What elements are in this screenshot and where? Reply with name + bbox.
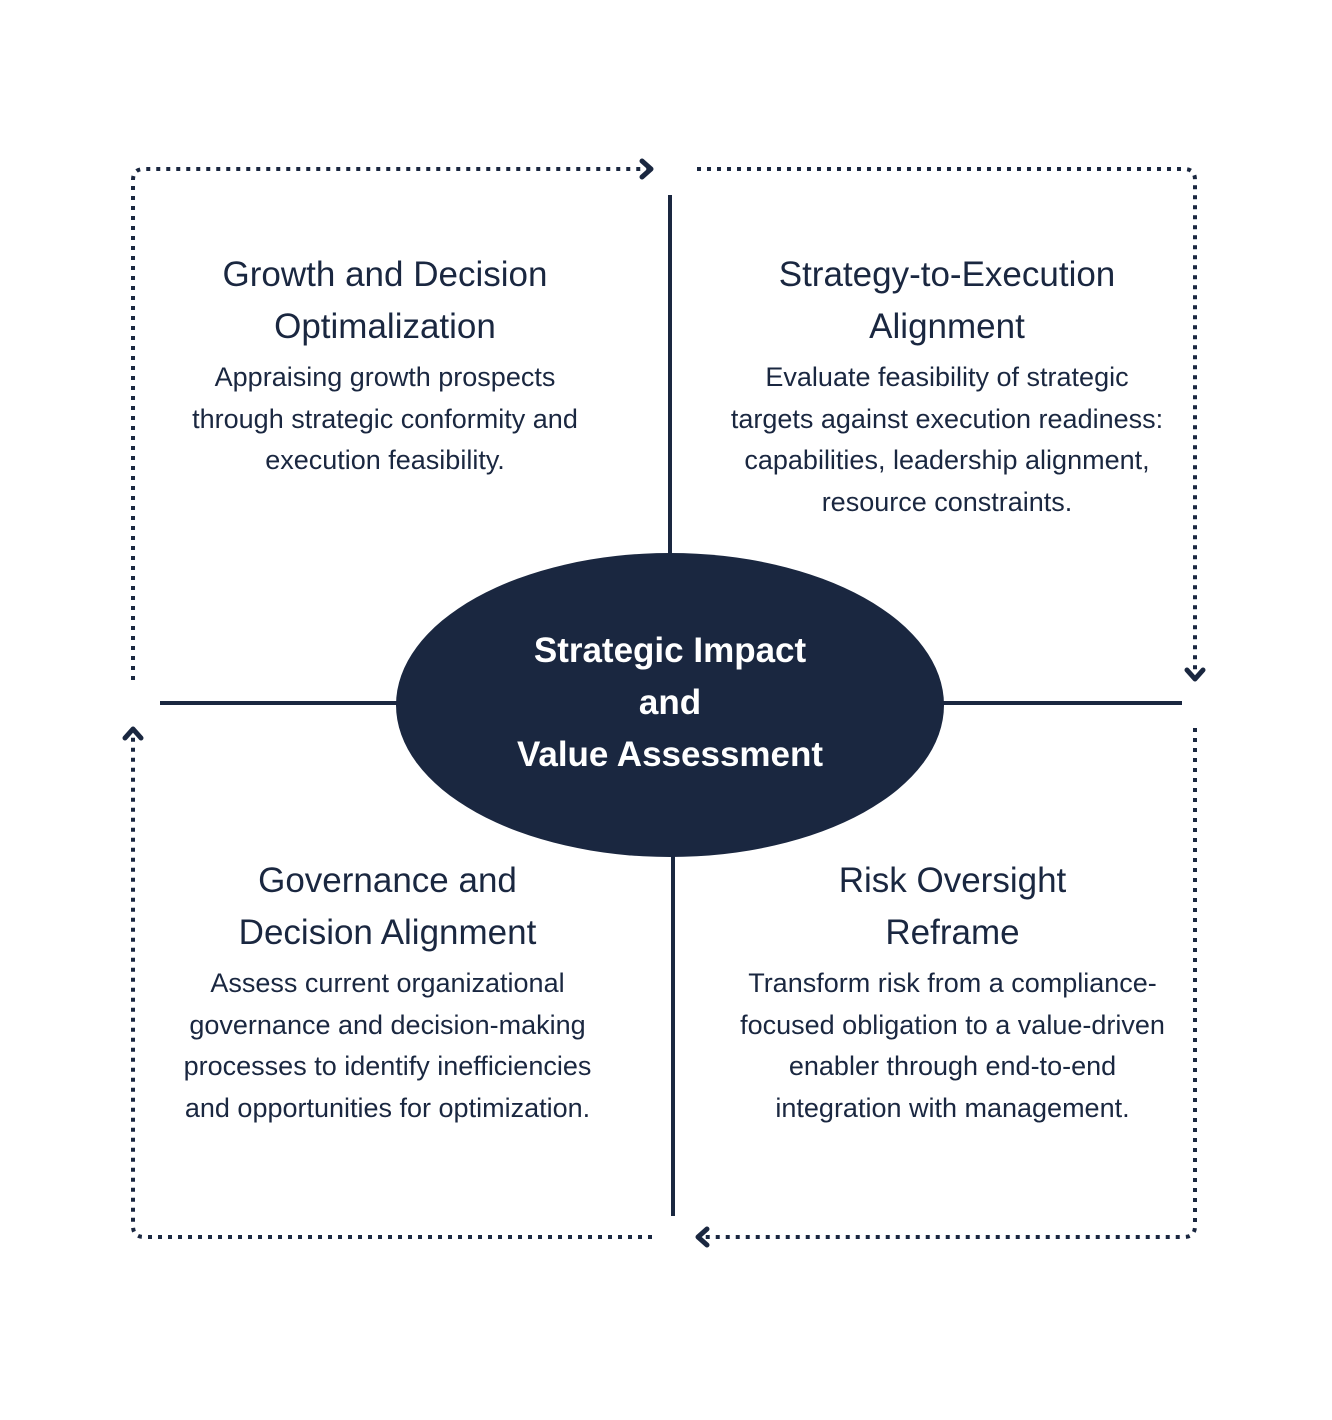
quadrant-body: Transform risk from a compliance-focused… xyxy=(740,968,1165,1123)
quadrant-governance: Governance and Decision Alignment Assess… xyxy=(160,855,615,1129)
quadrant-title: Governance and Decision Alignment xyxy=(238,861,537,952)
arrowhead-up-icon xyxy=(122,726,144,741)
quadrant-title: Strategy-to-Execution Alignment xyxy=(778,255,1116,346)
quadrant-body: Appraising growth prospects through stra… xyxy=(192,362,578,475)
quadrant-strategy-execution: Strategy-to-Execution Alignment Evaluate… xyxy=(722,249,1172,523)
quadrant-title: Risk Oversight Reframe xyxy=(838,861,1067,952)
center-label: Strategic Impact and Value Assessment xyxy=(420,625,920,781)
quadrant-growth: Growth and Decision Optimalization Appra… xyxy=(175,249,595,482)
quadrant-title: Growth and Decision Optimalization xyxy=(222,255,548,346)
center-line-1: Strategic Impact xyxy=(533,631,807,670)
center-ellipse xyxy=(396,553,944,857)
center-line-2: and xyxy=(638,683,702,722)
quadrant-body: Assess current organizational governance… xyxy=(183,968,592,1123)
arrowhead-down-icon xyxy=(1184,667,1206,682)
arrowhead-right-icon xyxy=(639,158,654,180)
quadrant-body: Evaluate feasibility of strategic target… xyxy=(730,362,1164,517)
center-line-3: Value Assessment xyxy=(516,735,824,774)
cycle-arrow-top-left xyxy=(131,167,648,680)
quadrant-risk-oversight: Risk Oversight Reframe Transform risk fr… xyxy=(725,855,1180,1129)
arrowhead-left-icon xyxy=(695,1226,710,1248)
